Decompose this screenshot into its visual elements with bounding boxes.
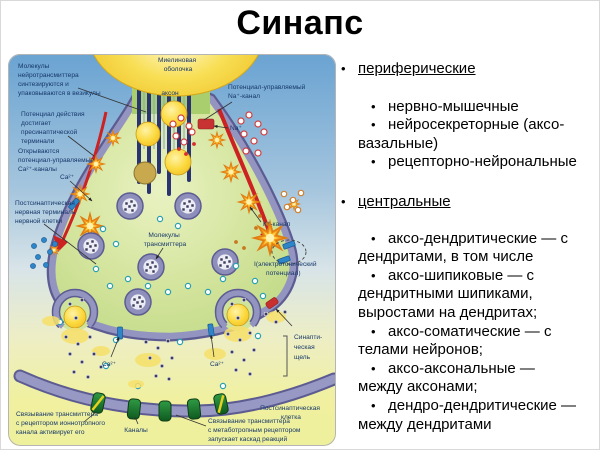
label-ca-ion-left: Ca²⁺: [102, 361, 117, 368]
label-k-channel: К⁺-канал: [263, 221, 291, 228]
list-item: нервно-мышечные: [338, 98, 590, 117]
list-item: нейросекреторные (аксо- вазальные): [338, 116, 590, 153]
synapse-types-list: периферические нервно-мышечные нейросекр…: [338, 60, 590, 434]
vesicle-fusion-pocket-left: [51, 288, 99, 336]
list-item: аксо-дендритические — с дендритами, в то…: [338, 230, 590, 267]
potassium-channel: [271, 239, 307, 265]
synapse-diagram: Молекулы нейротрансмиттера синтезируются…: [8, 54, 336, 446]
cleft-red-channel: [265, 297, 279, 309]
list-item: дендро-дендритические — между дендритами: [338, 397, 590, 434]
label-metabotropic-binding: Связывание трансмиттера с метаботропным …: [208, 418, 302, 443]
label-action-potential: Потенциал действия достигает пресинаптич…: [21, 110, 86, 145]
label-na-channel: Потенциал-управляемый Na⁺-канал: [228, 83, 307, 100]
label-ionotropic-binding: Связывание трансмиттера с рецептором ион…: [16, 411, 107, 436]
list-item: периферические: [338, 60, 590, 79]
page-title: Синапс: [236, 4, 364, 42]
list-item: центральные: [338, 193, 590, 212]
label-na-ion: Na⁺: [230, 125, 242, 132]
vesicle-fusion-pocket-right: [214, 288, 262, 336]
label-myelin-sheath: Миелиновая оболочка: [158, 57, 198, 73]
label-electrotonic: I(электротонический потенциал): [254, 260, 318, 277]
sodium-channel: [197, 118, 215, 130]
list-item: рецепторно-нейрональные: [338, 153, 590, 172]
label-transmitter-molecules: Молекулы трансмиттера: [144, 232, 187, 248]
myelin-sheath: [87, 54, 265, 97]
label-molecules-synthesized: Молекулы нейротрансмиттера синтезируются…: [18, 63, 101, 97]
pointer-lines: [43, 87, 293, 427]
label-channels: Каналы: [124, 427, 148, 434]
diagram-labels: Молекулы нейротрансмиттера синтезируются…: [15, 57, 324, 443]
list-item: аксо-соматические — с телами нейронов;: [338, 323, 590, 360]
label-ca-ion-right: Ca²⁺: [210, 361, 225, 368]
vesicle-docking-site: [133, 161, 157, 185]
transmitter-glow: [42, 311, 286, 388]
list-item: аксо-шипиковые — с дендритными шипиками,…: [338, 267, 590, 323]
label-synaptic-cleft: Синапти- ческая щель: [294, 334, 324, 361]
calcium-channel-bottom-left: [117, 326, 123, 340]
label-ca-ion-top: Ca²⁺: [60, 174, 75, 181]
label-ca-channels-open: Открываются потенциал-управляемые Ca²⁺-к…: [18, 148, 96, 173]
axon-vesicle: [135, 121, 161, 147]
label-postsynaptic-cell: Постсинаптическая клетка: [260, 405, 322, 421]
list-item: аксо-аксональные — между аксонами;: [338, 360, 590, 397]
label-presynaptic-terminal: Постсинаптическая нервная терминаль нерв…: [15, 200, 77, 225]
label-axon: аксон: [161, 90, 179, 97]
